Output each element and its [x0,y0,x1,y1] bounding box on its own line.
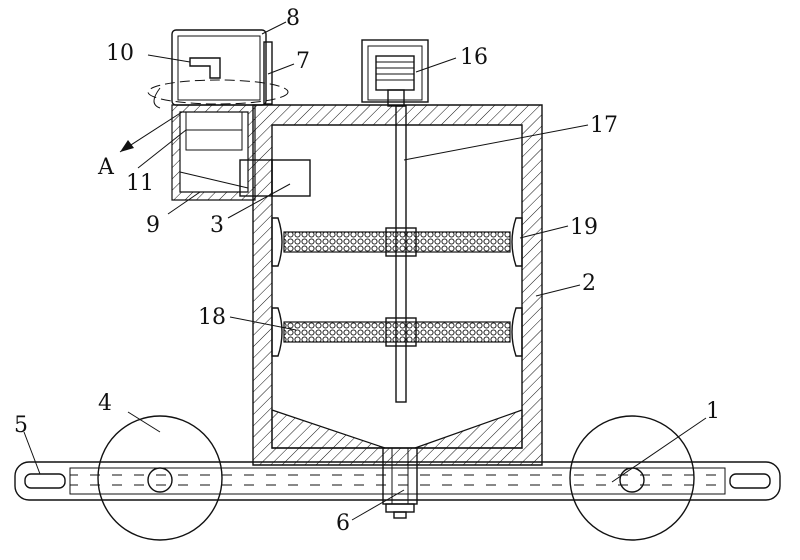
label-19: 19 [570,215,598,240]
stirring-shaft [395,105,407,403]
handle-left [24,473,66,489]
motor-housing [361,39,429,107]
label-1: 1 [706,399,720,424]
feeder-assembly [147,29,311,201]
tank [252,104,543,466]
label-18: 18 [198,305,226,330]
label-3: 3 [210,213,224,238]
label-6: 6 [336,511,350,536]
label-5: 5 [14,413,28,438]
label-16: 16 [460,45,488,70]
label-10: 10 [106,41,134,66]
label-7: 7 [296,49,310,74]
handle-right [729,473,771,489]
label-17: 17 [590,113,618,138]
label-4: 4 [98,391,112,416]
outlet-pipe [382,447,418,519]
leader-lines [23,21,707,521]
label-8: 8 [286,6,300,31]
label-11: 11 [126,171,154,196]
label-2: 2 [582,271,596,296]
mixing-arm-upper [271,217,523,267]
mixing-arm-lower [271,307,523,357]
label-9: 9 [146,213,160,238]
label-A: A [97,155,115,180]
